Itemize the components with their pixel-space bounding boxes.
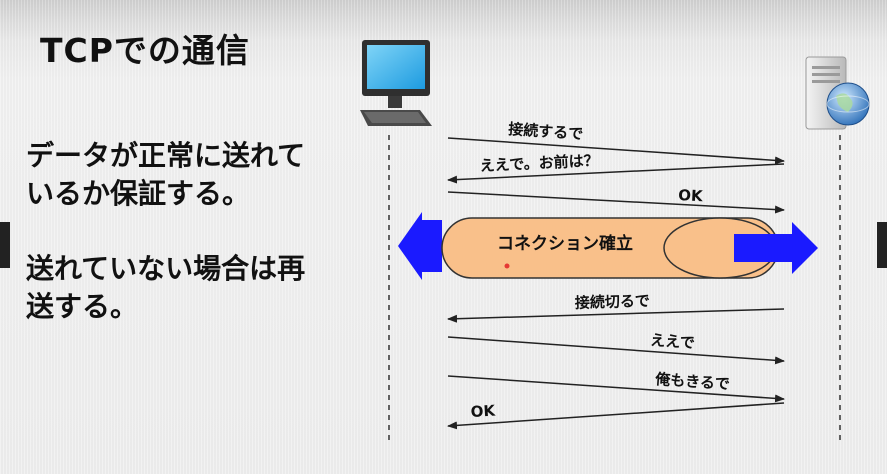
- message-label: 俺もきるで: [654, 370, 731, 393]
- slide-edge-right: [877, 222, 887, 268]
- description-resend: 送れていない場合は再 送する。: [26, 252, 306, 323]
- message-label: 接続切るで: [575, 292, 651, 312]
- page-title: TCPでの通信: [40, 31, 250, 70]
- slide-edge-left: [0, 222, 10, 268]
- message-arrow-ack: OK: [447, 186, 785, 214]
- message-label: OK: [470, 401, 497, 421]
- message-arrow-disconnect-too: 俺もきるで: [447, 370, 785, 403]
- desktop-computer-icon: [360, 40, 432, 126]
- connection-label: コネクション確立: [497, 233, 633, 254]
- message-arrow-disconnect: 接続切るで: [447, 292, 785, 323]
- message-label: OK: [678, 186, 705, 205]
- connection-established-band: コネクション確立: [398, 212, 818, 280]
- server-globe-icon: [805, 56, 870, 130]
- message-label: 接続するで: [508, 120, 584, 143]
- message-arrow-disconnect-ok: ええで: [447, 331, 785, 365]
- message-label: ええで: [650, 331, 696, 352]
- pointer-dot: [504, 263, 510, 269]
- message-arrow-connect: 接続するで: [447, 120, 785, 165]
- message-label: ええで。お前は？: [479, 151, 599, 175]
- message-arrow-final-ok: OK: [447, 401, 785, 430]
- description-guarantee: データが正常に送れて いるか保証する。: [26, 139, 306, 210]
- message-arrow-accept: ええで。お前は？: [447, 151, 785, 184]
